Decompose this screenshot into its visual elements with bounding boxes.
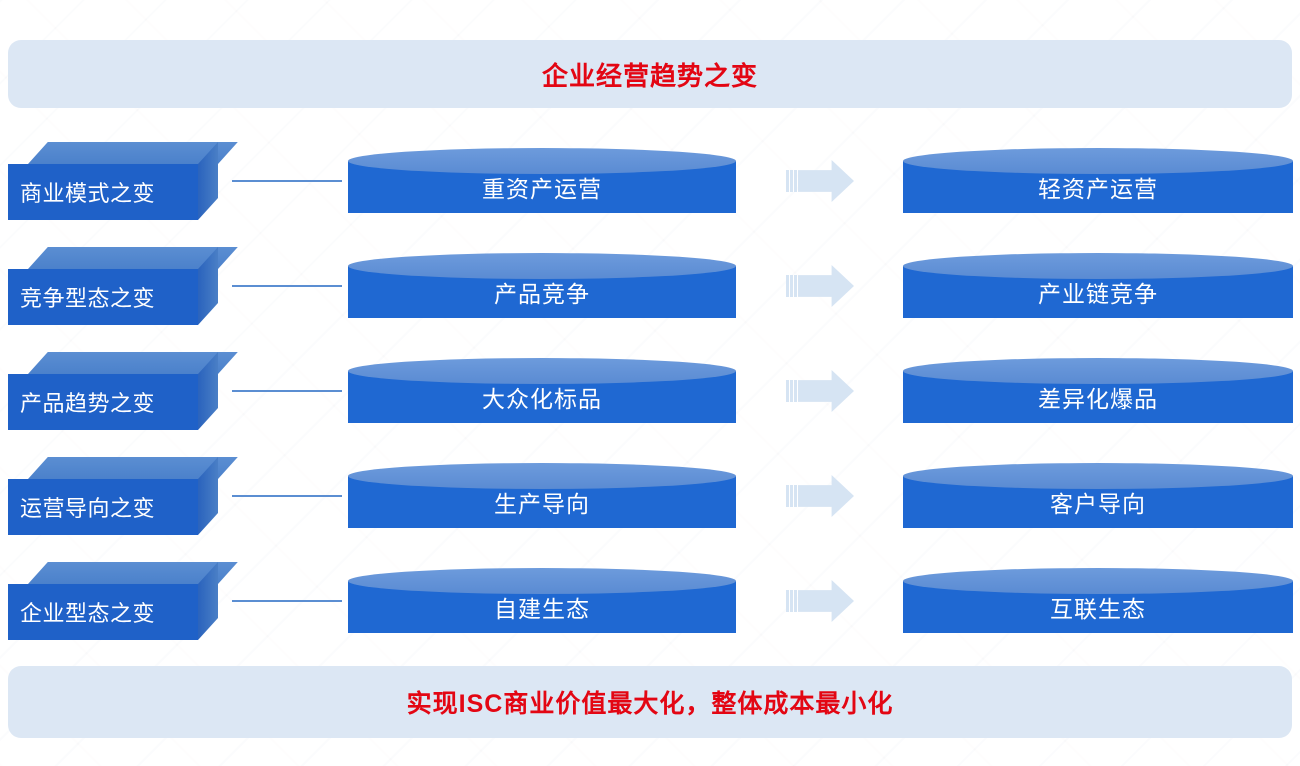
diagram-row: 产品趋势之变 大众化标品 差异化爆品 xyxy=(0,340,1300,444)
category-label: 运营导向之变 xyxy=(20,496,156,521)
to-state-cylinder[interactable]: 客户导向 xyxy=(903,463,1293,529)
to-state-label: 产业链竞争 xyxy=(1038,281,1158,307)
arrow-head xyxy=(798,160,854,202)
box-side-face xyxy=(198,352,218,430)
from-state-cylinder[interactable]: 自建生态 xyxy=(348,568,736,634)
arrow-tail-stripes xyxy=(786,170,797,192)
cylinder-top xyxy=(903,463,1293,489)
footer-title: 实现ISC商业价值最大化，整体成本最小化 xyxy=(406,690,894,718)
box-side-face xyxy=(198,562,218,640)
from-state-cylinder[interactable]: 产品竞争 xyxy=(348,253,736,319)
box-front-face: 运营导向之变 xyxy=(8,479,198,535)
from-state-cylinder[interactable]: 生产导向 xyxy=(348,463,736,529)
arrow-tail-stripes xyxy=(786,485,797,507)
category-box[interactable]: 企业型态之变 xyxy=(8,562,238,640)
diagram-row: 商业模式之变 重资产运营 轻资产运营 xyxy=(0,130,1300,234)
arrow-right-icon xyxy=(786,160,854,202)
from-state-cylinder[interactable]: 重资产运营 xyxy=(348,148,736,214)
arrow-right-icon xyxy=(786,580,854,622)
category-box[interactable]: 产品趋势之变 xyxy=(8,352,238,430)
footer-banner: 实现ISC商业价值最大化，整体成本最小化 xyxy=(8,666,1292,738)
to-state-cylinder[interactable]: 差异化爆品 xyxy=(903,358,1293,424)
to-state-cylinder[interactable]: 产业链竞争 xyxy=(903,253,1293,319)
category-box[interactable]: 竞争型态之变 xyxy=(8,247,238,325)
arrow-right-icon xyxy=(786,265,854,307)
cylinder-top xyxy=(903,253,1293,279)
from-state-label: 重资产运营 xyxy=(482,176,602,202)
box-front-face: 企业型态之变 xyxy=(8,584,198,640)
arrow-right-icon xyxy=(786,475,854,517)
page-title: 企业经营趋势之变 xyxy=(541,60,758,91)
diagram-row: 运营导向之变 生产导向 客户导向 xyxy=(0,445,1300,549)
to-state-label: 互联生态 xyxy=(1050,596,1146,622)
arrow-tail-stripes xyxy=(786,590,797,612)
to-state-label: 差异化爆品 xyxy=(1038,386,1158,412)
connector-line xyxy=(232,495,342,497)
to-state-cylinder[interactable]: 互联生态 xyxy=(903,568,1293,634)
category-box[interactable]: 运营导向之变 xyxy=(8,457,238,535)
diagram-row: 企业型态之变 自建生态 互联生态 xyxy=(0,550,1300,654)
cylinder-top xyxy=(903,568,1293,594)
to-state-cylinder[interactable]: 轻资产运营 xyxy=(903,148,1293,214)
arrow-head xyxy=(798,475,854,517)
from-state-label: 大众化标品 xyxy=(482,386,602,412)
arrow-tail-stripes xyxy=(786,275,797,297)
category-label: 企业型态之变 xyxy=(20,601,156,626)
to-state-label: 客户导向 xyxy=(1050,491,1146,517)
box-front-face: 产品趋势之变 xyxy=(8,374,198,430)
box-side-face xyxy=(198,142,218,220)
arrow-head xyxy=(798,580,854,622)
box-side-face xyxy=(198,457,218,535)
from-state-cylinder[interactable]: 大众化标品 xyxy=(348,358,736,424)
cylinder-top xyxy=(903,148,1293,174)
cylinder-top xyxy=(348,568,736,594)
box-front-face: 竞争型态之变 xyxy=(8,269,198,325)
connector-line xyxy=(232,390,342,392)
category-box[interactable]: 商业模式之变 xyxy=(8,142,238,220)
connector-line xyxy=(232,600,342,602)
cylinder-top xyxy=(348,253,736,279)
cylinder-top xyxy=(348,358,736,384)
category-label: 竞争型态之变 xyxy=(20,286,156,311)
header-banner: 企业经营趋势之变 xyxy=(8,40,1292,108)
diagram-row: 竞争型态之变 产品竞争 产业链竞争 xyxy=(0,235,1300,339)
from-state-label: 自建生态 xyxy=(494,596,590,622)
cylinder-top xyxy=(903,358,1293,384)
connector-line xyxy=(232,180,342,182)
from-state-label: 产品竞争 xyxy=(494,281,590,307)
arrow-tail-stripes xyxy=(786,380,797,402)
cylinder-top xyxy=(348,463,736,489)
category-label: 产品趋势之变 xyxy=(20,391,156,416)
arrow-head xyxy=(798,265,854,307)
from-state-label: 生产导向 xyxy=(494,491,590,517)
to-state-label: 轻资产运营 xyxy=(1038,176,1158,202)
box-side-face xyxy=(198,247,218,325)
arrow-head xyxy=(798,370,854,412)
box-front-face: 商业模式之变 xyxy=(8,164,198,220)
arrow-right-icon xyxy=(786,370,854,412)
cylinder-top xyxy=(348,148,736,174)
category-label: 商业模式之变 xyxy=(20,181,156,206)
connector-line xyxy=(232,285,342,287)
